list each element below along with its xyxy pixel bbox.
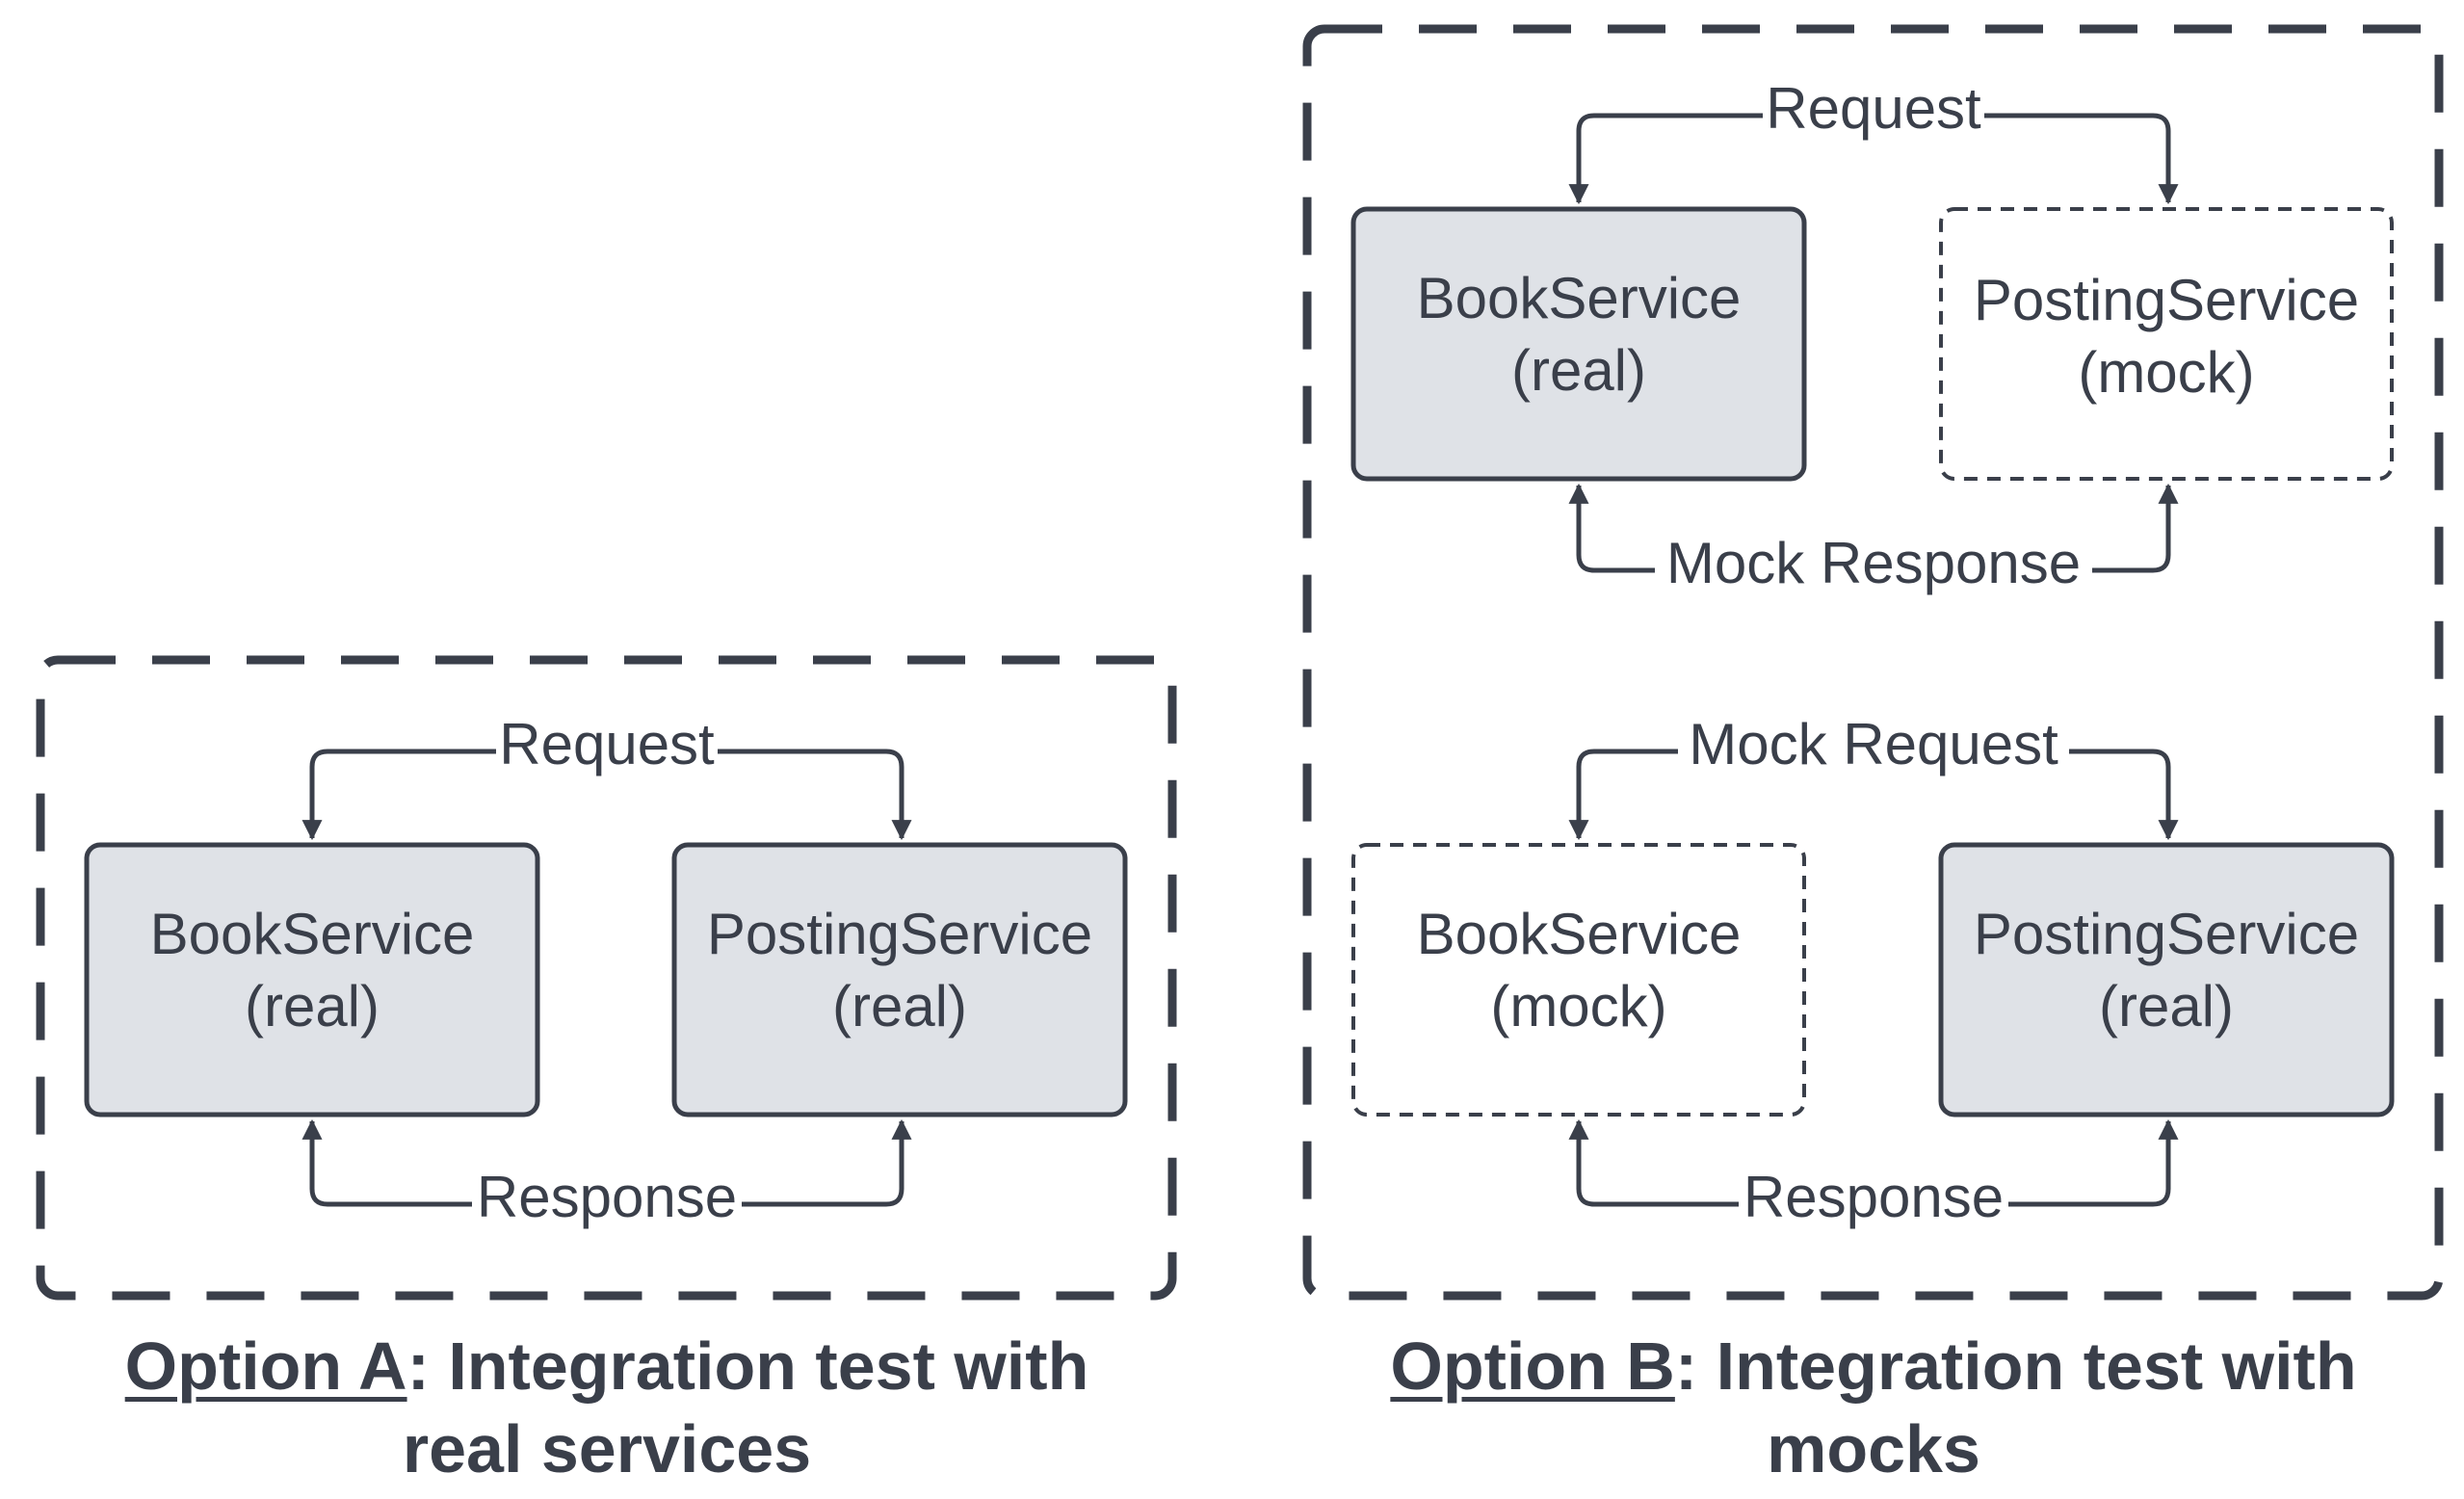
option-b-caption-option: Option B xyxy=(1390,1328,1675,1404)
option-b-bottom-response-label: Response xyxy=(1743,1165,2004,1229)
option-b-bottom-bookservice-name: BookService xyxy=(1417,902,1742,966)
option-b-top-response-arrow-right xyxy=(2092,483,2179,573)
option-b-top-request-arrow-left xyxy=(1568,113,1763,205)
option-a-response-arrow-right xyxy=(742,1118,912,1207)
option-a-caption: Option A: Integration test with real ser… xyxy=(39,1325,1175,1490)
option-b-bottom-postingservice-name: PostingService xyxy=(1974,902,2359,966)
option-b-top-postingservice-name: PostingService xyxy=(1974,268,2359,332)
option-b-bottom-request-arrow-left xyxy=(1568,749,1678,841)
option-a-response-label: Response xyxy=(477,1165,737,1229)
option-a-request-label: Request xyxy=(499,712,715,776)
option-a-bookservice-name: BookService xyxy=(150,902,475,966)
option-b-top-postingservice-box xyxy=(1939,207,2394,481)
option-b-bottom-response-arrow-right xyxy=(2008,1118,2179,1207)
option-b-caption-line1: Option B: Integration test with xyxy=(1305,1325,2442,1407)
option-a-boundary xyxy=(36,655,1177,1301)
option-a-request-arrow-left xyxy=(301,749,496,841)
option-b-top-request-label: Request xyxy=(1766,76,1981,141)
option-b-top-bookservice-name: BookService xyxy=(1417,266,1742,330)
option-b-top-request-arrow-right xyxy=(1984,113,2179,205)
option-b-caption-rest: : Integration test with xyxy=(1674,1328,2357,1404)
option-a-group: Request BookService (real) PostingServic… xyxy=(36,655,1177,1301)
option-b-bottom-request-label: Mock Request xyxy=(1689,712,2058,776)
option-b-top-response-arrow-left xyxy=(1568,483,1655,573)
option-b-bottom-response-arrow-left xyxy=(1568,1118,1739,1207)
option-b-group: Request BookService (real) PostingServic… xyxy=(1302,24,2444,1301)
option-b-top-postingservice-kind: (mock) xyxy=(2078,340,2254,405)
option-b-top-response-label: Mock Response xyxy=(1666,531,2081,595)
option-a-caption-line2: real services xyxy=(402,1411,812,1486)
option-a-response-arrow-left xyxy=(301,1118,472,1207)
option-a-caption-option: Option A xyxy=(124,1328,407,1404)
option-b-caption: Option B: Integration test with mocks xyxy=(1305,1325,2442,1490)
option-b-bottom-bookservice-box xyxy=(1351,843,1806,1117)
option-a-postingservice-name: PostingService xyxy=(707,902,1092,966)
option-b-boundary xyxy=(1302,24,2444,1301)
option-a-request-arrow-right xyxy=(718,749,912,841)
option-b-caption-line2: mocks xyxy=(1767,1411,1980,1486)
option-b-bottom-postingservice-kind: (real) xyxy=(2099,974,2234,1039)
option-a-caption-rest: : Integration test with xyxy=(406,1328,1089,1404)
option-b-top-bookservice-box xyxy=(1350,206,1807,482)
option-a-bookservice-box xyxy=(84,842,540,1118)
option-b-bottom-bookservice-kind: (mock) xyxy=(1490,974,1666,1039)
option-a-postingservice-box xyxy=(671,842,1128,1118)
option-a-postingservice-kind: (real) xyxy=(832,974,967,1039)
option-a-bookservice-kind: (real) xyxy=(245,974,380,1039)
option-b-bottom-request-arrow-right xyxy=(2069,749,2179,841)
option-b-bottom-postingservice-box xyxy=(1938,842,2395,1118)
option-a-caption-line1: Option A: Integration test with xyxy=(39,1325,1175,1407)
option-b-top-bookservice-kind: (real) xyxy=(1511,338,1646,403)
